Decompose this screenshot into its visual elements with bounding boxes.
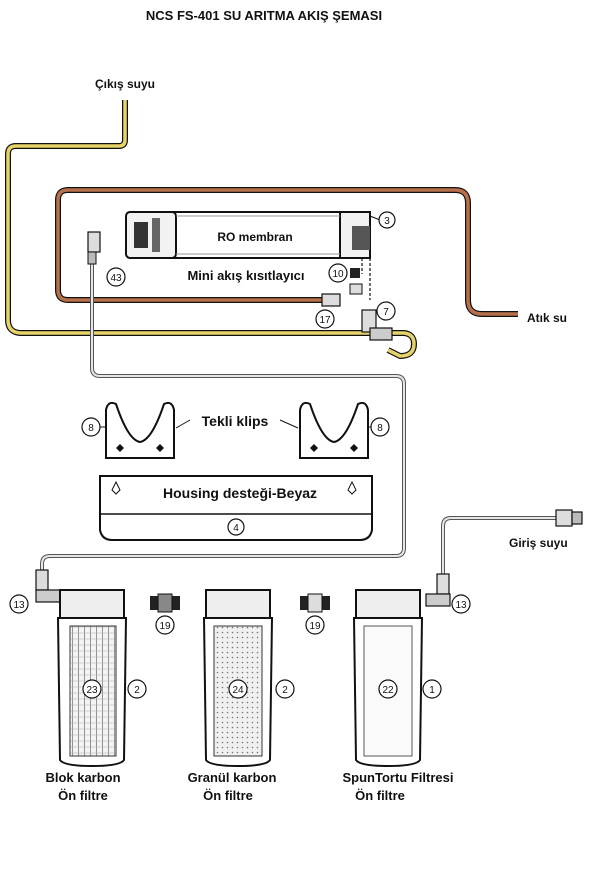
clip-left (105, 401, 175, 459)
waste-tube (55, 187, 518, 317)
inlet-label: Giriş suyu (509, 536, 568, 550)
spun-filter-sublabel: Ön filtre (355, 788, 405, 803)
svg-text:7: 7 (383, 307, 389, 318)
elbow-left (35, 569, 61, 603)
callout-13-right: 13 (451, 594, 471, 614)
elbow-right (425, 573, 451, 607)
callout-13-left: 13 (9, 594, 29, 614)
membrane-dashed-link (361, 258, 371, 300)
svg-text:1: 1 (429, 685, 435, 696)
feed-tube (40, 262, 406, 578)
callout-8-right: 8 (368, 417, 390, 437)
callout-2-block: 2 (127, 679, 147, 699)
single-clip-label: Tekli klips (202, 413, 269, 429)
housing-bracket-label: Housing desteği-Beyaz (163, 485, 317, 501)
fitting-elbow-left (87, 231, 101, 265)
clip-leader-right (279, 419, 299, 429)
callout-19-left: 19 (155, 615, 175, 635)
connector-left (150, 593, 180, 613)
callout-4: 4 (227, 518, 245, 536)
granular-carbon-label: Granül karbon (188, 770, 277, 785)
inlet-fitting (555, 509, 583, 527)
clip-right (299, 401, 369, 459)
spun-filter-label: SpunTortu Filtresi (343, 770, 454, 785)
callout-8-left: 8 (81, 417, 106, 437)
svg-text:10: 10 (332, 269, 344, 280)
clip-leader-left (175, 419, 191, 429)
callout-1: 1 (422, 679, 442, 699)
callout-43: 43 (106, 267, 126, 287)
housing-bracket (99, 475, 373, 541)
restrictor-fitting (349, 268, 363, 295)
block-carbon-label: Blok karbon (45, 770, 120, 785)
inlet-tube (441, 516, 560, 585)
callout-22: 22 (378, 679, 398, 699)
ro-membrane-housing (125, 211, 371, 259)
svg-text:13: 13 (13, 600, 25, 611)
callout-7: 7 (376, 301, 396, 321)
callout-23: 23 (82, 679, 102, 699)
connector-right (300, 593, 330, 613)
svg-text:43: 43 (110, 273, 122, 284)
svg-text:23: 23 (86, 685, 98, 696)
svg-text:4: 4 (233, 523, 239, 534)
flow-restrictor-label: Mini akış kısıtlayıcı (187, 268, 304, 283)
svg-text:22: 22 (382, 685, 394, 696)
callout-3: 3 (369, 211, 396, 229)
block-carbon-sublabel: Ön filtre (58, 788, 108, 803)
svg-text:2: 2 (134, 685, 140, 696)
svg-text:17: 17 (319, 315, 331, 326)
diagram-title: NCS FS-401 SU ARITMA AKIŞ ŞEMASI (146, 8, 382, 23)
svg-text:19: 19 (309, 621, 321, 632)
elbow-17-fitting (321, 293, 341, 307)
svg-text:24: 24 (232, 685, 244, 696)
callout-2-granular: 2 (275, 679, 295, 699)
callout-17: 17 (315, 309, 335, 329)
ro-membrane-label: RO membran (217, 230, 292, 244)
callout-24: 24 (228, 679, 248, 699)
svg-text:19: 19 (159, 621, 171, 632)
filter-block-carbon (56, 589, 128, 768)
svg-text:2: 2 (282, 685, 288, 696)
svg-text:8: 8 (88, 423, 94, 434)
svg-text:3: 3 (384, 216, 390, 227)
filter-spun-sediment (352, 589, 424, 768)
svg-text:13: 13 (455, 600, 467, 611)
filter-granular-carbon (202, 589, 274, 768)
callout-10: 10 (328, 263, 348, 283)
outlet-label: Çıkış suyu (95, 77, 155, 91)
callout-19-right: 19 (305, 615, 325, 635)
granular-carbon-sublabel: Ön filtre (203, 788, 253, 803)
check-valve-fitting (361, 309, 393, 341)
waste-label: Atık su (527, 311, 567, 325)
outlet-tube (5, 100, 417, 359)
svg-text:8: 8 (377, 423, 383, 434)
